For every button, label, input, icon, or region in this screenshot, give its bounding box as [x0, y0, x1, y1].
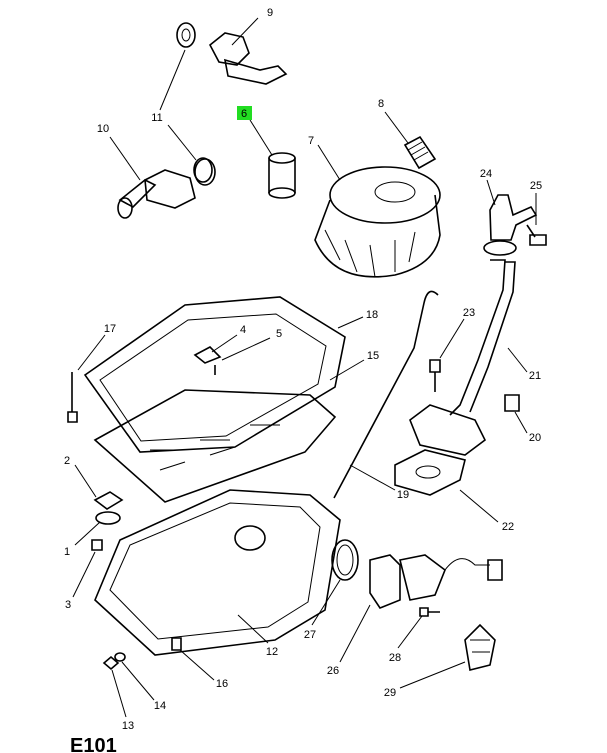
callout-10[interactable]: 10: [97, 123, 109, 135]
part-25-bolt[interactable]: [526, 224, 547, 246]
part-24-cap[interactable]: [483, 194, 538, 256]
callout-13[interactable]: 13: [122, 720, 134, 732]
part-28-bolt[interactable]: [419, 607, 440, 617]
callout-19[interactable]: 19: [397, 489, 409, 501]
part-7-oil-filter[interactable]: [314, 166, 441, 278]
callout-5[interactable]: 5: [276, 328, 282, 340]
callout-26[interactable]: 26: [327, 665, 339, 677]
part-21-dipstick-tube[interactable]: [409, 259, 516, 456]
part-16-plug[interactable]: [171, 637, 182, 651]
part-12-oil-pan[interactable]: [94, 489, 341, 656]
diagram-code: E101: [70, 735, 117, 753]
part-22-gasket[interactable]: [394, 449, 466, 496]
callout-7[interactable]: 7: [308, 135, 314, 147]
part-13-plug[interactable]: [102, 655, 120, 671]
part-29-bracket[interactable]: [464, 623, 496, 671]
callout-8[interactable]: 8: [378, 98, 384, 110]
callout-17[interactable]: 17: [104, 323, 116, 335]
callout-21[interactable]: 21: [529, 370, 541, 382]
callout-3[interactable]: 3: [65, 599, 71, 611]
highlight-box-6: [237, 106, 252, 120]
callout-18[interactable]: 18: [366, 309, 378, 321]
callout-24[interactable]: 24: [480, 168, 492, 180]
part-6-sleeve[interactable]: [268, 152, 296, 199]
part-11-washer[interactable]: [193, 157, 213, 183]
part-19-dipstick[interactable]: [333, 290, 439, 499]
callout-25[interactable]: 25: [530, 180, 542, 192]
callout-16[interactable]: 16: [216, 678, 228, 690]
callout-22[interactable]: 22: [502, 521, 514, 533]
part-26-oil-pump[interactable]: [369, 554, 503, 609]
part-9-oil-pressure-switch[interactable]: [176, 22, 288, 85]
callout-23[interactable]: 23: [463, 307, 475, 319]
part-8-stud[interactable]: [403, 135, 437, 170]
part-20-sleeve[interactable]: [504, 394, 520, 412]
callout-9[interactable]: 9: [267, 7, 273, 19]
part-27-o-ring[interactable]: [331, 539, 359, 581]
callout-27[interactable]: 27: [304, 629, 316, 641]
part-3-plug[interactable]: [91, 539, 103, 551]
part-10-switch[interactable]: [117, 158, 216, 219]
callout-14[interactable]: 14: [154, 700, 166, 712]
callout-11[interactable]: 11: [151, 112, 162, 124]
part-4-5-bracket[interactable]: [193, 346, 222, 375]
callout-4[interactable]: 4: [240, 324, 246, 336]
callouts: 9 11 10 6 8 7 24 25 17 4 5 18 15 23 21 2…: [64, 7, 542, 732]
part-18-gasket[interactable]: [83, 296, 346, 453]
callout-1[interactable]: 1: [64, 546, 70, 558]
callout-20[interactable]: 20: [529, 432, 541, 444]
leader-lines: [72, 17, 537, 718]
callout-28[interactable]: 28: [389, 652, 401, 664]
callout-12[interactable]: 12: [266, 646, 278, 658]
part-14-washer[interactable]: [114, 652, 126, 662]
callout-29[interactable]: 29: [384, 687, 396, 699]
part-17-bolt[interactable]: [67, 372, 78, 423]
callout-2[interactable]: 2: [64, 455, 70, 467]
part-23-bolt[interactable]: [429, 359, 441, 392]
part-2-gasket[interactable]: [93, 491, 124, 525]
callout-6[interactable]: 6: [241, 108, 247, 120]
part-15-gasket[interactable]: [93, 389, 337, 503]
callout-15[interactable]: 15: [367, 350, 379, 362]
